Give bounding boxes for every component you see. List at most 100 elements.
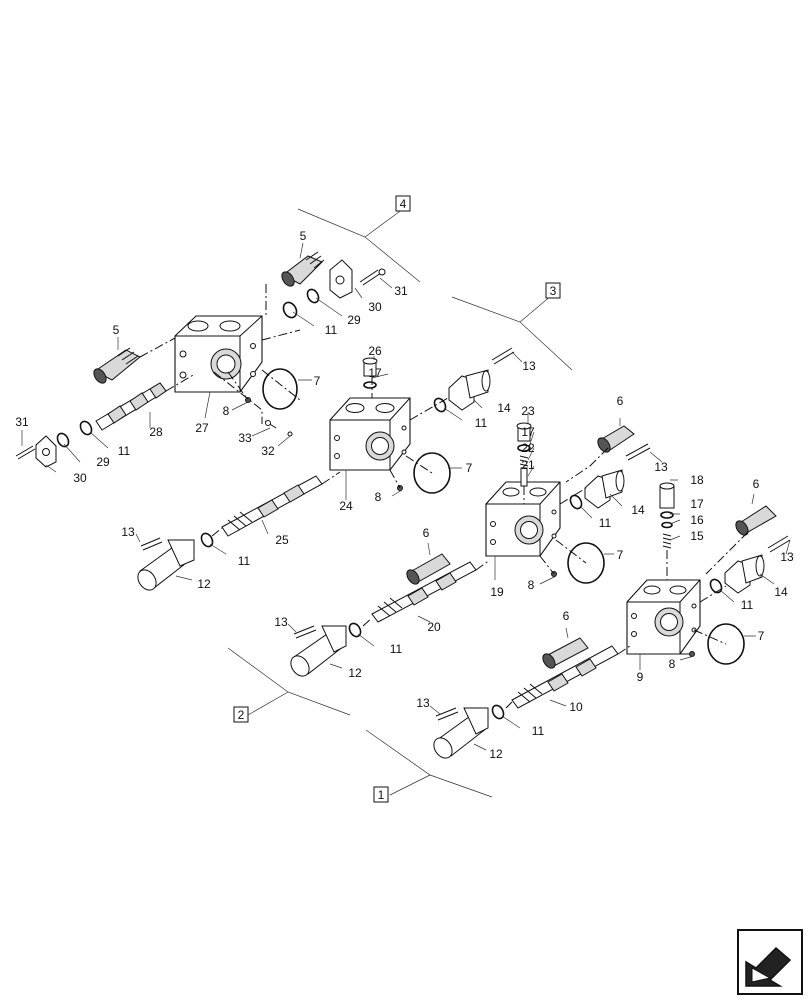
bolt-13-section2-left: [293, 625, 317, 639]
washer-16: [661, 521, 673, 529]
group-1-bracket: 1: [365, 729, 493, 803]
section-4-parts: [15, 251, 386, 468]
valve-body-19: [485, 481, 561, 557]
callout-13-section1-left: 13: [416, 696, 430, 710]
previous-page-arrow-icon[interactable]: [737, 929, 803, 995]
callout-13-section2-left: 13: [274, 615, 288, 629]
callout-13-section1-top: 13: [780, 550, 794, 564]
o-ring-7-section3: [413, 452, 451, 494]
callout-8-section2: 8: [528, 578, 535, 592]
relief-cartridge-6-section1-left: [542, 637, 589, 669]
callout-20: 20: [427, 620, 441, 634]
o-ring-11-section3-left: [200, 532, 214, 548]
callout-11-section1-left: 11: [532, 724, 545, 738]
o-ring-7-section1: [707, 623, 745, 665]
callout-14-section2: 14: [631, 503, 645, 517]
washer-29-top: [306, 288, 320, 304]
callout-16: 16: [690, 513, 704, 527]
spring-15: [662, 533, 672, 549]
plug-18: [659, 482, 675, 509]
callout-13-section3-top: 13: [522, 359, 536, 373]
callout-15: 15: [690, 529, 704, 543]
group-number-1: 1: [378, 788, 385, 802]
callout-26: 26: [368, 344, 382, 358]
callout-13-section3-left: 13: [121, 525, 135, 539]
section-2-parts: [290, 422, 651, 677]
callout-6-section1-left: 6: [563, 609, 570, 623]
callout-11-section2: 11: [599, 516, 612, 530]
group-number-2: 2: [238, 708, 245, 722]
o-ring-11-section2-left: [348, 622, 362, 638]
relief-cartridge-5-top: [281, 251, 325, 287]
plug-23: [516, 422, 532, 442]
section-3-parts: [137, 347, 515, 591]
o-ring-11-section1-left: [491, 704, 505, 720]
callout-24: 24: [339, 499, 353, 513]
group-3-bracket: 3: [451, 282, 573, 371]
callout-5-left: 5: [113, 323, 120, 337]
callout-11-section1: 11: [741, 598, 754, 612]
spool-25: [221, 475, 323, 537]
callout-12-section3: 12: [197, 577, 211, 591]
actuator-cap-12-section1: [433, 707, 489, 759]
callout-18: 18: [690, 473, 704, 487]
o-ring-7-section4: [262, 368, 298, 410]
ball-32: [287, 431, 293, 437]
solenoid-flange-14-section3: [448, 369, 491, 411]
callouts-section-4: 5 5 31 30 29 11 7 27 8 33 32 28 11 29 30…: [15, 229, 408, 485]
callout-30-left: 30: [73, 471, 87, 485]
callouts-section-1: 18 17 16 15 6 13 14 11 7 9 8 6 10 11 13 …: [416, 473, 794, 761]
callout-21: 21: [521, 458, 535, 472]
callout-12-section1: 12: [489, 747, 503, 761]
relief-cartridge-6-section2-top: [597, 425, 635, 453]
callout-10: 10: [569, 700, 583, 714]
callout-33: 33: [238, 431, 252, 445]
callout-27: 27: [195, 421, 209, 435]
group-4-bracket: 4: [297, 195, 421, 283]
group-number-4: 4: [400, 197, 407, 211]
valve-body-9: [626, 579, 701, 655]
callout-8-section3: 8: [375, 490, 382, 504]
o-ring-11-section1: [709, 578, 723, 594]
bolt-31-left: [15, 445, 36, 460]
callout-22: 22: [521, 441, 535, 455]
o-ring-11-section2: [569, 494, 583, 510]
callout-6-section1-top: 6: [753, 477, 760, 491]
section-1-parts: [433, 482, 791, 759]
o-ring-17-section3: [363, 381, 377, 389]
relief-cartridge-6-section1-top: [735, 505, 777, 536]
callout-25: 25: [275, 533, 289, 547]
solenoid-flange-14-section2: [584, 469, 625, 509]
spool-28: [95, 382, 167, 431]
cover-plate-30-top: [329, 259, 386, 299]
callout-32: 32: [261, 444, 275, 458]
o-ring-11-left: [79, 420, 93, 436]
o-ring-11-top: [282, 301, 298, 319]
plug-26: [362, 357, 378, 377]
callout-7-section4: 7: [314, 374, 321, 388]
bolt-13-section3-left: [140, 537, 163, 551]
callout-17-section1: 17: [690, 497, 704, 511]
bolt-13-section1-top: [767, 535, 791, 553]
o-ring-11-section3: [433, 397, 447, 413]
group-number-3: 3: [550, 284, 557, 298]
callout-11-section3-left: 11: [238, 554, 251, 568]
callout-17-section3: 17: [368, 366, 382, 380]
callout-14-section1: 14: [774, 585, 788, 599]
relief-cartridge-5-left: [93, 347, 141, 384]
callout-31-left: 31: [15, 415, 29, 429]
valve-body-27: [174, 315, 263, 393]
callout-7-section1: 7: [758, 629, 765, 643]
callout-17-section2: 17: [521, 425, 535, 439]
poppet-21: [520, 467, 528, 487]
callout-14-section3: 14: [497, 401, 511, 415]
relief-cartridge-6-section2-left: [406, 553, 451, 585]
valve-body-24: [329, 397, 411, 471]
callout-30-top: 30: [368, 300, 382, 314]
callout-31-top: 31: [394, 284, 408, 298]
callout-11-left: 11: [118, 444, 131, 458]
bolt-13-section3-top: [491, 347, 515, 365]
callout-8-section4: 8: [223, 404, 230, 418]
callout-11-section2-left: 11: [390, 642, 403, 656]
